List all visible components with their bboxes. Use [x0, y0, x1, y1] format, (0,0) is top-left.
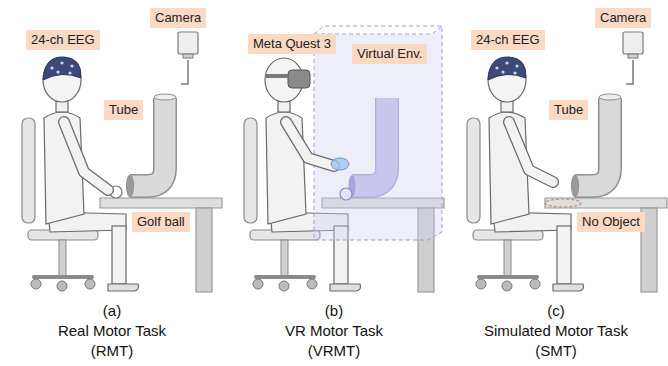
panel-caption: (b)	[223, 302, 445, 320]
label-tag: Camera	[150, 8, 206, 28]
tag-text: Camera	[155, 10, 201, 25]
tag-text: Meta Quest 3	[253, 36, 331, 51]
tag-text: Golf ball	[137, 214, 185, 229]
label-tag: 24-ch EEG	[471, 30, 545, 50]
tag-text: 24-ch EEG	[476, 32, 540, 47]
panel-caption: (RMT)	[1, 342, 223, 360]
label-tag: Meta Quest 3	[248, 34, 336, 54]
panel-caption: (VRMT)	[223, 342, 445, 360]
panel-caption: (SMT)	[445, 342, 667, 360]
panel-caption: (a)	[1, 302, 223, 320]
panel-caption: Real Motor Task	[1, 322, 223, 340]
label-tag: Tube	[549, 100, 588, 120]
label-tag: Camera	[595, 8, 651, 28]
tag-text: No Object	[582, 214, 640, 229]
tag-text: Camera	[600, 10, 646, 25]
label-tag: 24-ch EEG	[26, 30, 100, 50]
panel-caption: Simulated Motor Task	[445, 322, 667, 340]
panel-caption: (c)	[445, 302, 667, 320]
tag-text: Tube	[109, 102, 138, 117]
panel-caption: VR Motor Task	[223, 322, 445, 340]
label-tag: Virtual Env.	[352, 44, 427, 64]
tag-text: 24-ch EEG	[31, 32, 95, 47]
label-tag: No Object	[577, 212, 645, 232]
label-tag: Golf ball	[132, 212, 190, 232]
tag-text: Tube	[554, 102, 583, 117]
tag-text: Virtual Env.	[357, 46, 422, 61]
label-tag: Tube	[104, 100, 143, 120]
